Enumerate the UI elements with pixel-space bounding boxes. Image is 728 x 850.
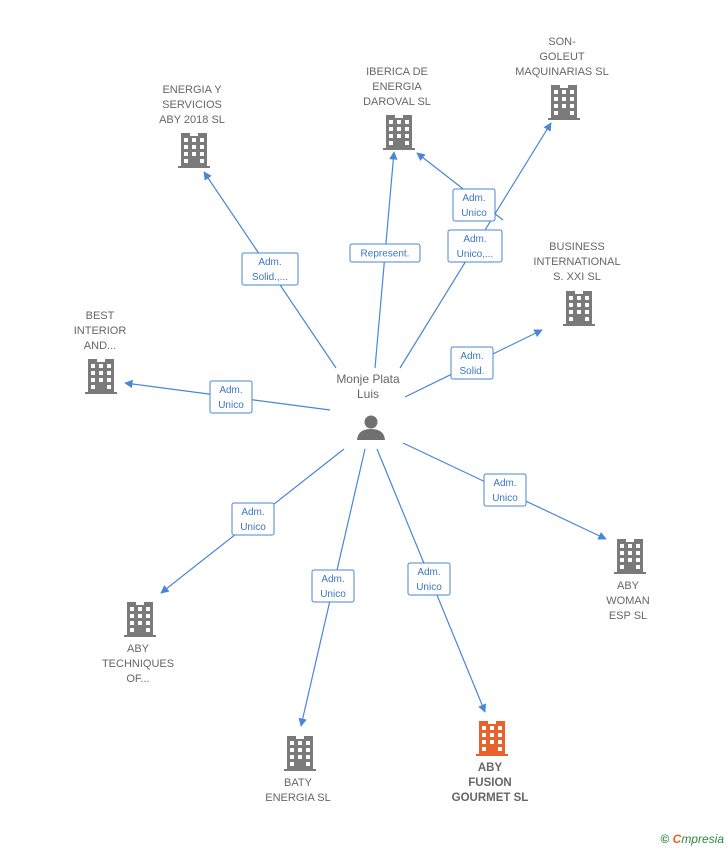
building-icon xyxy=(476,721,508,756)
company-name-line: TECHNIQUES xyxy=(102,658,174,670)
company-node-energia[interactable]: ENERGIA Y SERVICIOS ABY 2018 SL xyxy=(159,84,225,168)
edge-label-text: Adm. xyxy=(463,234,486,245)
edge-label-box xyxy=(231,502,275,536)
edge-label-text: Adm. xyxy=(462,193,485,204)
company-node-woman[interactable]: ABY WOMAN ESP SL xyxy=(606,539,650,622)
company-name-line: ABY xyxy=(127,643,150,655)
company-name-line: ENERGIA Y xyxy=(162,84,222,96)
company-name-line: AND... xyxy=(84,340,116,352)
company-name-line: GOURMET SL xyxy=(452,792,529,804)
company-name-line: SERVICIOS xyxy=(162,99,222,111)
edge-label-fusion[interactable]: Adm. Unico xyxy=(407,562,451,596)
company-name-line: IBERICA DE xyxy=(366,66,428,78)
company-name-line: ENERGIA SL xyxy=(265,792,330,804)
person-name-line: Monje Plata xyxy=(336,372,400,386)
company-name-line: DAROVAL SL xyxy=(363,96,431,108)
edge-label-text: Unico xyxy=(240,522,266,533)
edge-label-songoleut[interactable]: Adm. Unico,... xyxy=(447,229,503,263)
company-name-line: INTERIOR xyxy=(74,325,127,337)
company-name-line: FUSION xyxy=(468,777,511,789)
company-name-line: SON- xyxy=(548,36,576,48)
brand-initial: C xyxy=(672,832,682,846)
company-name-line: S. XXI SL xyxy=(553,271,601,283)
company-name-line: INTERNATIONAL xyxy=(533,256,620,268)
edge-label-text: Unico xyxy=(492,493,518,504)
edge-label-text: Solid.,... xyxy=(252,272,288,283)
company-name-line: ESP SL xyxy=(609,610,647,622)
company-node-iberica[interactable]: IBERICA DE ENERGIA DAROVAL SL xyxy=(363,66,431,150)
brand-footer: © Cmpresia xyxy=(660,832,724,846)
brand-name: mpresia xyxy=(681,832,724,846)
building-icon xyxy=(284,736,316,771)
edge-label-box xyxy=(349,243,421,263)
company-name-line: ABY 2018 SL xyxy=(159,114,225,126)
edge-label-baty[interactable]: Adm. Unico xyxy=(311,569,355,603)
edge-label-text: Adm. xyxy=(493,478,516,489)
edge-label-box xyxy=(483,473,527,507)
edge-label-woman[interactable]: Adm. Unico xyxy=(483,473,527,507)
edge-label-box xyxy=(407,562,451,596)
building-icon xyxy=(614,539,646,574)
person-name-line: Luis xyxy=(357,387,379,401)
company-name-line: ENERGIA xyxy=(372,81,422,93)
company-name-line: ABY xyxy=(478,762,503,774)
edge-label-best[interactable]: Adm. Unico xyxy=(209,380,253,414)
edge-label-text: Unico xyxy=(218,400,244,411)
edge-label-text: Unico xyxy=(320,589,346,600)
edge-label-text: Solid. xyxy=(459,366,484,377)
edge-label-techniques[interactable]: Adm. Unico xyxy=(231,502,275,536)
edge-label-box xyxy=(452,188,496,222)
company-name-line: GOLEUT xyxy=(539,51,585,63)
edge-label-text: Adm. xyxy=(241,507,264,518)
edge-label-text: Unico xyxy=(461,208,487,219)
building-icon xyxy=(383,115,415,150)
building-icon xyxy=(85,359,117,394)
edge-label-box xyxy=(311,569,355,603)
edge-label-text: Unico,... xyxy=(457,249,494,260)
building-icon xyxy=(563,291,595,326)
copyright-symbol: © xyxy=(660,832,670,846)
edge-label-iberica[interactable]: Adm. Unico xyxy=(452,188,496,222)
edge-label-text: Adm. xyxy=(417,567,440,578)
company-node-best[interactable]: BEST INTERIOR AND... xyxy=(74,310,127,394)
company-name-line: MAQUINARIAS SL xyxy=(515,66,609,78)
edge-label-text: Adm. xyxy=(321,574,344,585)
company-name-line: OF... xyxy=(126,673,149,685)
company-node-business[interactable]: BUSINESS INTERNATIONAL S. XXI SL xyxy=(533,241,621,326)
company-node-baty[interactable]: BATY ENERGIA SL xyxy=(265,736,331,804)
company-name-line: ABY xyxy=(617,580,640,592)
company-name-line: BATY xyxy=(284,777,313,789)
edge-label-text: Unico xyxy=(416,582,442,593)
edge-label-iberica[interactable]: Represent. xyxy=(349,243,421,263)
edge-label-text: Represent. xyxy=(361,249,410,260)
edge-label-box xyxy=(209,380,253,414)
edge-label-box xyxy=(447,229,503,263)
company-node-techniques[interactable]: ABY TECHNIQUES OF... xyxy=(102,602,174,685)
company-name-line: BUSINESS xyxy=(549,241,605,253)
company-name-line: BEST xyxy=(86,310,115,322)
building-icon xyxy=(124,602,156,637)
company-node-songoleut[interactable]: SON- GOLEUT MAQUINARIAS SL xyxy=(515,36,609,120)
edge-label-box xyxy=(241,252,299,286)
edge-label-energia[interactable]: Adm. Solid.,... xyxy=(241,252,299,286)
edge-label-text: Adm. xyxy=(258,257,281,268)
edge-label-text: Adm. xyxy=(460,351,483,362)
edge-label-business[interactable]: Adm. Solid. xyxy=(450,346,494,380)
edge-label-text: Adm. xyxy=(219,385,242,396)
company-node-fusion[interactable]: ABY FUSION GOURMET SL xyxy=(452,721,529,804)
person-icon xyxy=(357,415,385,440)
building-icon xyxy=(548,85,580,120)
building-icon xyxy=(178,133,210,168)
company-name-line: WOMAN xyxy=(606,595,649,607)
edge-label-box xyxy=(450,346,494,380)
